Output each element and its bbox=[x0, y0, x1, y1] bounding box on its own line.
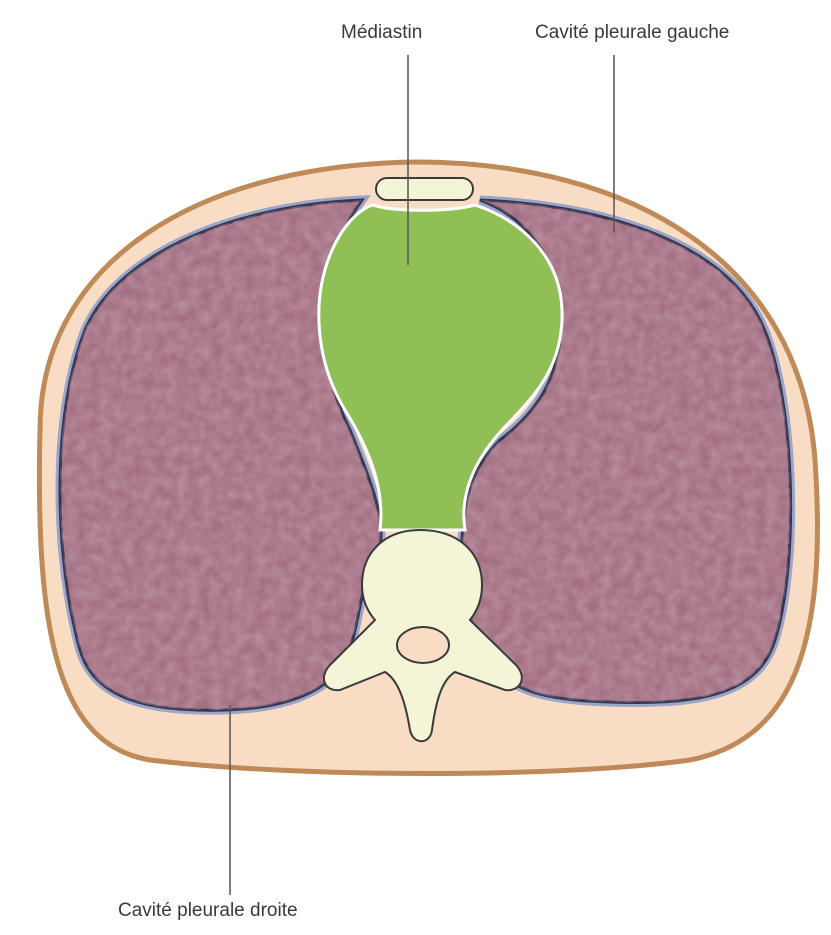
left-pleural-cavity-label: Cavité pleurale gauche bbox=[535, 22, 729, 44]
right-pleural-cavity-label: Cavité pleurale droite bbox=[118, 900, 298, 922]
vertebral-canal bbox=[397, 627, 449, 663]
sternum bbox=[376, 178, 473, 200]
mediastin-label: Médiastin bbox=[341, 22, 422, 44]
